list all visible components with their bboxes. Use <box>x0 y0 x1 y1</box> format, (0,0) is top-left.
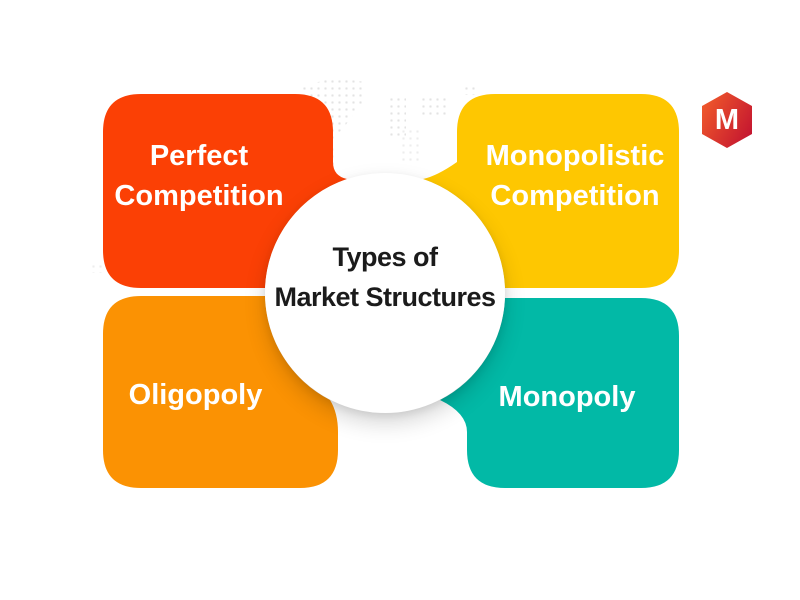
quadrant-label-perfect-competition: Perfect Competition <box>114 140 284 212</box>
brand-logo: M <box>702 92 752 148</box>
map-dots-cluster <box>388 96 406 138</box>
brand-logo-letter: M <box>715 104 739 136</box>
quadrant-shape-perfect-competition <box>103 94 347 288</box>
map-dots-cluster <box>400 128 422 164</box>
brand-logo-hexagon-icon <box>702 92 752 148</box>
map-dots-cluster <box>463 85 479 95</box>
map-dots-cluster <box>420 96 446 116</box>
diagram-title-line2: Market Structures <box>274 282 496 312</box>
quadrant-shape-monopolistic-competition <box>423 94 679 288</box>
diagram-title-line1: Types of <box>332 242 438 272</box>
diagram-title: Types of Market Structures <box>274 237 496 317</box>
quadrant-label-monopolistic-competition: Monopolistic Competition <box>485 140 665 212</box>
center-circle: Types of Market Structures <box>265 173 505 413</box>
quadrant-shape-oligopoly <box>103 296 338 488</box>
map-dots-cluster <box>90 263 104 273</box>
quadrant-label-oligopoly: Oligopoly <box>128 379 263 411</box>
quadrant-label-monopoly: Monopoly <box>498 381 636 413</box>
quadrant-shape-monopoly <box>440 298 679 488</box>
